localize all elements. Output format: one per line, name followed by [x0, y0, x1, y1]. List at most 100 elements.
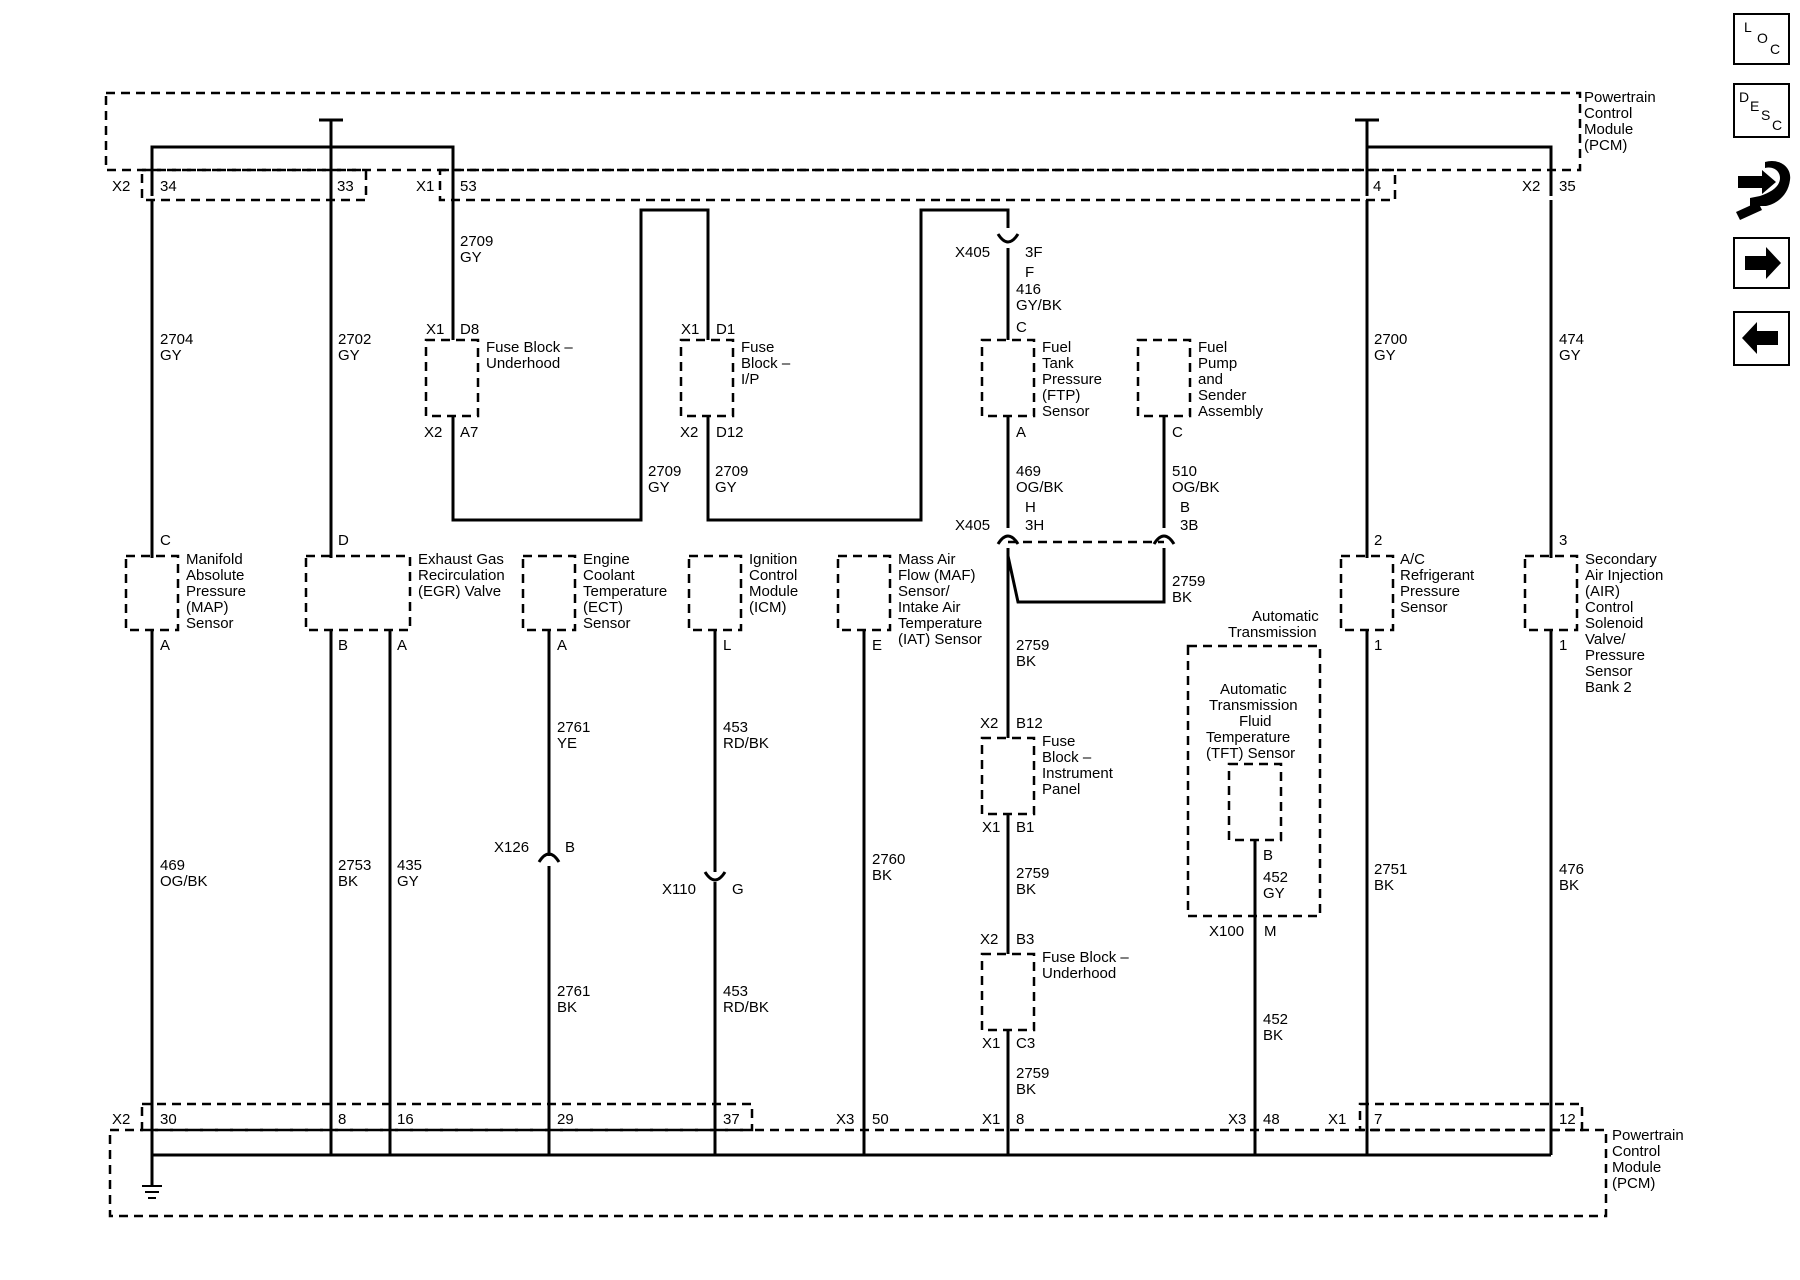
- fuel-pump-sender: Fuel Pump and Sender Assembly: [1136, 338, 1264, 420]
- fuse-uh1-x2: X2: [424, 424, 442, 441]
- maf-label-4: Intake Air: [898, 599, 961, 616]
- loc-button[interactable]: L O C: [1733, 13, 1790, 65]
- pin-37: 37: [723, 1111, 740, 1128]
- wire-452a-num: 452: [1263, 869, 1288, 886]
- ftp-label-4: (FTP): [1042, 387, 1080, 404]
- desc-button[interactable]: D E S C: [1733, 83, 1790, 138]
- wire-2761a-num: 2761: [557, 719, 590, 736]
- pcm-top-label-4: (PCM): [1584, 137, 1627, 154]
- ect-label-1: Engine: [583, 551, 630, 568]
- desc-letter-d: D: [1739, 89, 1749, 105]
- egr-valve: Exhaust Gas Recirculation (EGR) Valve: [304, 551, 505, 632]
- ac-pin-2: 2: [1374, 532, 1382, 549]
- air-label-5: Solenoid: [1585, 615, 1643, 632]
- fuse-uh1-x1: X1: [426, 321, 444, 338]
- arrow-right-icon[interactable]: [1733, 237, 1790, 289]
- air-label-4: Control: [1585, 599, 1633, 616]
- fuse-uh1-a7: A7: [460, 424, 478, 441]
- fuse-block-underhood-2: X2 B3 Fuse Block – Underhood X1 C3: [980, 931, 1129, 1052]
- fuse-block-underhood-1: X1 D8 Fuse Block – Underhood X2 A7: [424, 321, 573, 441]
- ftp-label-3: Pressure: [1042, 371, 1102, 388]
- x405-mid-id: X405: [955, 517, 990, 534]
- ect-pin-a: A: [557, 637, 567, 654]
- wire-2761a-color: YE: [557, 735, 577, 752]
- ftp-label-2: Tank: [1042, 355, 1074, 372]
- pin-35: 35: [1559, 178, 1576, 195]
- fuse-uh2-x2: X2: [980, 931, 998, 948]
- map-label-3: Pressure: [186, 583, 246, 600]
- pcm-bottom-label-2: Control: [1612, 1143, 1660, 1160]
- wire-453a-num: 453: [723, 719, 748, 736]
- wire-2759-splice-num: 2759: [1172, 573, 1205, 590]
- egr-label-3: (EGR) Valve: [418, 583, 501, 600]
- pin-33: 33: [337, 178, 354, 195]
- tft-label-4: Temperature: [1206, 729, 1290, 746]
- egr-pin-b: B: [338, 637, 348, 654]
- wire-435-num: 435: [397, 857, 422, 874]
- wire-510-num: 510: [1172, 463, 1197, 480]
- fuel-pump-pin-c: C: [1172, 424, 1183, 441]
- x405-mid-3h: 3H: [1025, 517, 1044, 534]
- ac-label-1: A/C: [1400, 551, 1425, 568]
- pin-34: 34: [160, 178, 177, 195]
- map-pin-bottom: A: [160, 637, 170, 654]
- desc-letter-e: E: [1750, 98, 1759, 114]
- ftp-label-5: Sensor: [1042, 403, 1090, 420]
- trans-title-2: Transmission: [1228, 624, 1317, 641]
- wire-2700-num: 2700: [1374, 331, 1407, 348]
- pin-8-egr: 8: [338, 1111, 346, 1128]
- icm-label-4: (ICM): [749, 599, 787, 616]
- ect-label-3: Temperature: [583, 583, 667, 600]
- fuse-uh2-c3: C3: [1016, 1035, 1035, 1052]
- wire-2761b-color: BK: [557, 999, 577, 1016]
- wire-452b-num: 452: [1263, 1011, 1288, 1028]
- wire-2760-color: BK: [872, 867, 892, 884]
- ac-label-3: Pressure: [1400, 583, 1460, 600]
- wire-2759d-num: 2759: [1016, 1065, 1049, 1082]
- pcm-bottom-module: Powertrain Control Module (PCM): [108, 1127, 1684, 1218]
- maf-label-1: Mass Air: [898, 551, 956, 568]
- wire-2704-color: GY: [160, 347, 182, 364]
- connector-icon[interactable]: [1736, 160, 1791, 220]
- pcm-top-module: Powertrain Control Module (PCM): [104, 89, 1656, 172]
- wire-2753-num: 2753: [338, 857, 371, 874]
- egr-pin-top: D: [338, 532, 349, 549]
- wire-2760-num: 2760: [872, 851, 905, 868]
- wire-2759c-num: 2759: [1016, 865, 1049, 882]
- wire-2709a-color: GY: [460, 249, 482, 266]
- wire-2759c-color: BK: [1016, 881, 1036, 898]
- wire-469t-color: OG/BK: [1016, 479, 1064, 496]
- loc-letter-l: L: [1744, 19, 1752, 35]
- fuse-uh1-label-2: Underhood: [486, 355, 560, 372]
- ac-label-2: Refrigerant: [1400, 567, 1475, 584]
- fuse-block-ip-1: X1 D1 Fuse Block – I/P X2 D12: [679, 321, 791, 441]
- pcm-top-label-2: Control: [1584, 105, 1632, 122]
- air-solenoid-valve: Secondary Air Injection (AIR) Control So…: [1523, 551, 1663, 696]
- fuse-block-instrument-panel: X2 B12 Fuse Block – Instrument Panel X1 …: [980, 715, 1114, 836]
- arrow-left-icon[interactable]: [1733, 311, 1790, 366]
- pcm-bottom-label-1: Powertrain: [1612, 1127, 1684, 1144]
- pin-x2-top-right: X2: [1522, 178, 1540, 195]
- air-label-8: Sensor: [1585, 663, 1633, 680]
- fuse-ip2-x2: X2: [980, 715, 998, 732]
- maf-pin-e: E: [872, 637, 882, 654]
- map-label-2: Absolute: [186, 567, 244, 584]
- ect-sensor: Engine Coolant Temperature (ECT) Sensor: [521, 551, 667, 632]
- tft-label-2: Transmission: [1209, 697, 1298, 714]
- map-label-4: (MAP): [186, 599, 229, 616]
- wire-2761b-num: 2761: [557, 983, 590, 1000]
- fuse-ip1-label-2: Block –: [741, 355, 791, 372]
- fuse-ip2-x1: X1: [982, 819, 1000, 836]
- x405-mid-h: H: [1025, 499, 1036, 516]
- pcm-top-label-1: Powertrain: [1584, 89, 1656, 106]
- fuse-ip1-d12: D12: [716, 424, 744, 441]
- air-label-2: Air Injection: [1585, 567, 1663, 584]
- fuse-ip2-b1: B1: [1016, 819, 1034, 836]
- wire-474-num: 474: [1559, 331, 1584, 348]
- fuse-ip1-x2: X2: [680, 424, 698, 441]
- fuel-pump-label-4: Sender: [1198, 387, 1246, 404]
- pin-8-fuse: 8: [1016, 1111, 1024, 1128]
- pcm-bottom-label-4: (PCM): [1612, 1175, 1655, 1192]
- x405-mid-3b: 3B: [1180, 517, 1198, 534]
- pin-x3-maf: X3: [836, 1111, 854, 1128]
